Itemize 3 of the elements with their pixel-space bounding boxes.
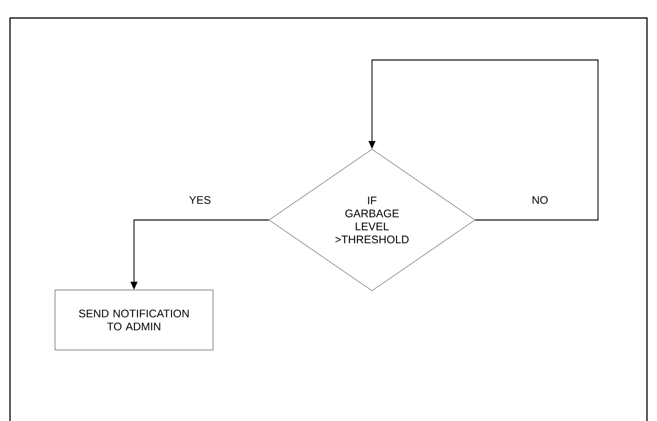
edge-label: YES [188,195,212,205]
process-box: SEND NOTIFICATION TO ADMIN [54,290,214,350]
edge-label: NO [530,195,550,205]
